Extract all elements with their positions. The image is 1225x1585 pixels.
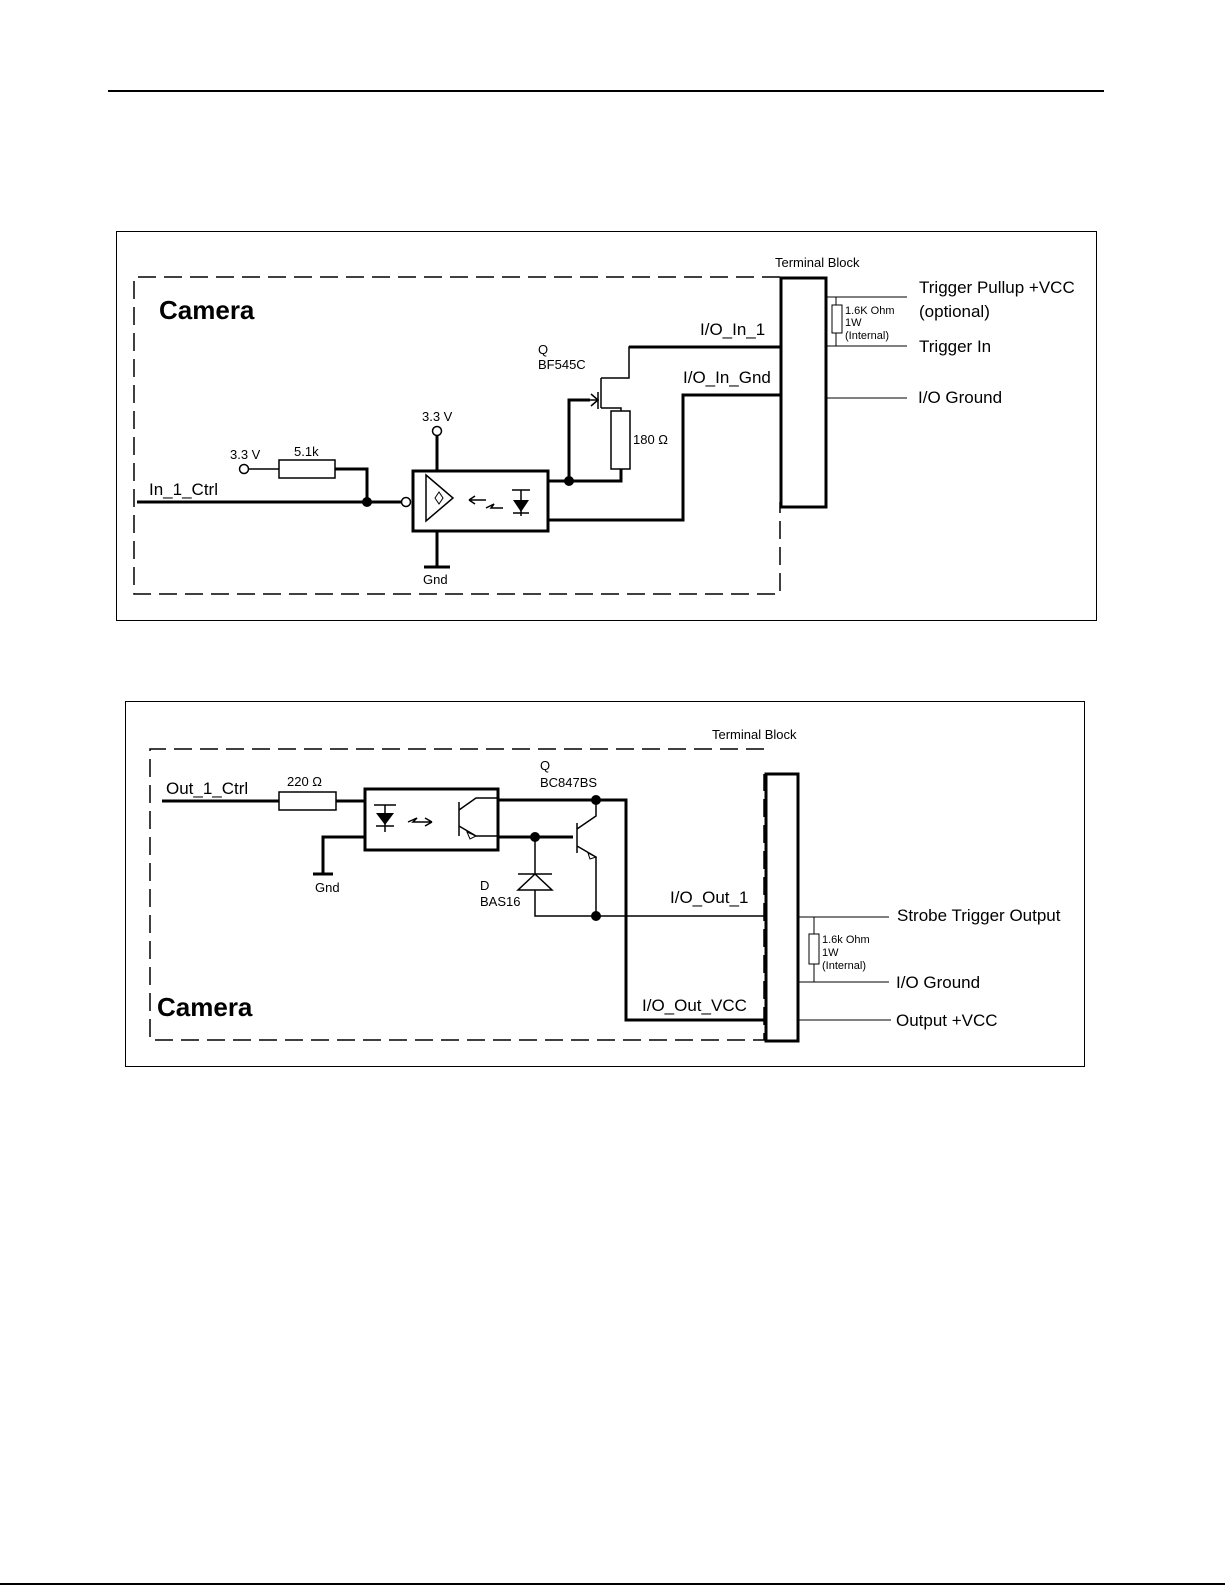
- output-circuit-diagram: Terminal Block Camera Out_1_Ctrl 220 Ω G…: [125, 701, 1085, 1067]
- transistor-part: BC847BS: [540, 775, 597, 790]
- diode-part: BAS16: [480, 894, 520, 909]
- camera-label: Camera: [159, 295, 255, 325]
- schematic-path: [434, 491, 444, 505]
- schematic-path: [321, 835, 365, 874]
- io-in-gnd-wire: [548, 393, 781, 522]
- header-rule: [108, 90, 1104, 92]
- junction-ctrl: [362, 497, 372, 507]
- ext-io-ground: I/O Ground: [918, 388, 1002, 407]
- ext-io-ground: I/O Ground: [896, 973, 980, 992]
- ext-optional: (optional): [919, 302, 990, 321]
- resistor-220-label: 220 Ω: [287, 774, 322, 789]
- schematic-path: [601, 407, 622, 411]
- schematic-path: [590, 393, 600, 407]
- pullup-resistor: [831, 304, 843, 334]
- io-in-gnd-label: I/O_In_Gnd: [683, 368, 771, 387]
- camera-boundary: [133, 276, 781, 595]
- io-out-1-label: I/O_Out_1: [670, 888, 748, 907]
- receiver-triangle: [425, 473, 455, 523]
- camera-label: Camera: [157, 992, 253, 1022]
- transistor-designator: Q: [538, 342, 548, 357]
- schematic-path: [407, 817, 433, 827]
- io-out-vcc-label: I/O_Out_VCC: [642, 996, 747, 1015]
- schematic-path: [335, 467, 369, 502]
- schematic-path: [576, 845, 597, 916]
- io-out-vcc-wire: [596, 798, 766, 1022]
- output-circuit-svg: Terminal Block Camera Out_1_Ctrl 220 Ω G…: [149, 727, 1061, 1043]
- resistor-5k1: [278, 459, 336, 479]
- terminal-block: [764, 772, 800, 1043]
- ctrl-signal-label: Out_1_Ctrl: [166, 779, 248, 798]
- pullup-resistor-value: 1.6K Ohm: [845, 305, 895, 317]
- schematic-path: [534, 890, 596, 917]
- ext-trigger-pullup: Trigger Pullup +VCC: [919, 278, 1075, 297]
- ext-strobe: Strobe Trigger Output: [897, 906, 1061, 925]
- schematic-path: [468, 495, 486, 505]
- schematic-path: [587, 852, 598, 860]
- transistor-designator: Q: [540, 758, 550, 773]
- supply-node-left: [238, 463, 250, 475]
- ext-trigger-in: Trigger In: [919, 337, 991, 356]
- schematic-path: [567, 398, 590, 481]
- schematic-path: [516, 872, 554, 891]
- input-circuit-diagram: Terminal Block Camera In_1_Ctrl 3.3 V 5.…: [116, 231, 1097, 621]
- supply-node-opto: [431, 425, 443, 437]
- pullup-resistor: [808, 933, 820, 965]
- resistor-220: [278, 791, 337, 811]
- schematic-path: [485, 503, 503, 509]
- pullup-resistor-power: 1W: [822, 947, 839, 959]
- supply-left-label: 3.3 V: [230, 447, 261, 462]
- diode-designator: D: [480, 878, 489, 893]
- schematic-path: [466, 831, 478, 840]
- footer-rule: [0, 1583, 1225, 1585]
- terminal-block-label: Terminal Block: [712, 727, 797, 742]
- schematic-path: [576, 800, 597, 830]
- resistor-180: [610, 410, 631, 470]
- inverter-bubble: [400, 496, 412, 508]
- io-in-1-label: I/O_In_1: [700, 320, 765, 339]
- pullup-resistor-note: (Internal): [845, 330, 889, 342]
- schematic-path: [513, 500, 529, 512]
- pullup-resistor-value: 1.6k Ohm: [822, 934, 870, 946]
- ext-output-vcc: Output +VCC: [896, 1011, 998, 1030]
- resistor-180-label: 180 Ω: [633, 432, 668, 447]
- pullup-resistor-power: 1W: [845, 317, 862, 329]
- ground-label: Gnd: [423, 572, 448, 587]
- pullup-resistor-note: (Internal): [822, 960, 866, 972]
- terminal-block-label: Terminal Block: [775, 255, 860, 270]
- schematic-path: [376, 813, 394, 825]
- schematic-path: [569, 469, 623, 483]
- schematic-path: [458, 797, 498, 811]
- ground-label: Gnd: [315, 880, 340, 895]
- transistor-part: BF545C: [538, 357, 586, 372]
- input-circuit-svg: Terminal Block Camera In_1_Ctrl 3.3 V 5.…: [133, 255, 1075, 595]
- supply-opto-label: 3.3 V: [422, 409, 453, 424]
- resistor-5k1-label: 5.1k: [294, 444, 319, 459]
- ctrl-signal-label: In_1_Ctrl: [149, 480, 218, 499]
- terminal-block: [779, 276, 828, 509]
